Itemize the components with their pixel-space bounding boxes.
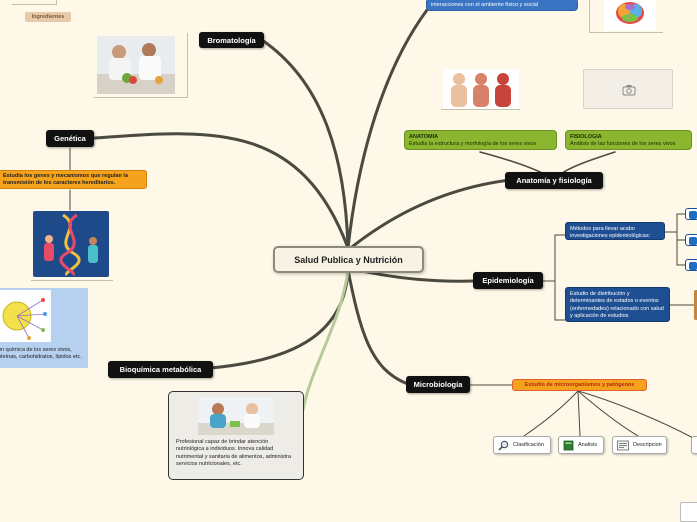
chip-label: Descripcion <box>633 442 662 448</box>
offscreen-node-edge <box>680 502 697 522</box>
ingredientes-tag[interactable]: Ingredientes <box>25 12 71 22</box>
method-item-1[interactable] <box>685 208 697 220</box>
top-blue-note[interactable]: interacciones con el ambiente físico y s… <box>426 0 578 11</box>
brain-icon <box>604 0 656 31</box>
nutricionista-note: Profesional capaz de brindar atención nu… <box>176 439 291 468</box>
chip-label: Analisis <box>578 442 597 448</box>
chip-label: Clasificación <box>513 442 544 448</box>
book-icon <box>563 440 574 450</box>
epidemiologia-methods-note[interactable]: Métodos para llevar acabo investigacione… <box>565 222 665 240</box>
bioquimica-panel: ón química de los seres vivos, oteínas, … <box>0 288 88 368</box>
method-item-icon <box>689 262 697 270</box>
offscreen-node-edge <box>12 0 57 5</box>
epidemiologia-definition-note[interactable]: Estudio de distribución y determinantes … <box>565 287 670 322</box>
chip-clasificacion[interactable]: Clasificación <box>493 436 551 454</box>
method-item-3[interactable] <box>685 259 697 271</box>
fisiologia-desc: Análisis de las funciones de los seres v… <box>570 141 676 148</box>
topic-genetica[interactable]: Genética <box>46 130 94 147</box>
chip-offscreen[interactable] <box>691 436 697 454</box>
topic-anatomia-fisiologia[interactable]: Anatomía y fisiología <box>505 172 603 189</box>
molecule-diagram <box>0 290 51 342</box>
magnifier-icon <box>498 440 509 451</box>
genetica-image-frame <box>31 210 113 281</box>
microbiologia-note[interactable]: Estudio de microorganismos y patógenos <box>512 379 647 391</box>
method-item-2[interactable] <box>685 234 697 246</box>
text-panel-icon <box>617 440 629 450</box>
offscreen-node-edge <box>694 290 697 320</box>
method-item-icon <box>689 237 697 245</box>
image-placeholder[interactable] <box>583 69 673 109</box>
chip-analisis[interactable]: Analisis <box>558 436 604 454</box>
method-item-icon <box>689 211 697 219</box>
anatomy-photo <box>443 69 519 109</box>
topic-microbiologia[interactable]: Microbiología <box>406 376 470 393</box>
brain-image-frame <box>589 0 663 33</box>
lab-photo <box>97 36 175 94</box>
nutricionista-card[interactable]: Profesional capaz de brindar atención nu… <box>168 391 304 480</box>
anatomia-title: ANATOMIA <box>409 134 439 140</box>
topic-epidemiologia[interactable]: Epidemiología <box>473 272 543 289</box>
topic-bioquimica[interactable]: Bioquímica metabólica <box>108 361 213 378</box>
anatomy-image-frame <box>441 68 520 110</box>
anatomia-desc: Estudia la estructura y morfología de lo… <box>409 141 537 148</box>
topic-bromatologia[interactable]: Bromatología <box>199 32 264 48</box>
camera-icon <box>622 85 636 96</box>
root-node[interactable]: Salud Publica y Nutrición <box>273 246 424 273</box>
bromatologia-image-frame <box>94 33 188 98</box>
genetica-note[interactable]: Estudia los genes y mecanismos que regul… <box>0 170 147 189</box>
nutritionist-photo <box>198 397 274 435</box>
fisiologia-title: FISIOLOGIA <box>570 134 602 140</box>
anatomia-box[interactable]: ANATOMIA Estudia la estructura y morfolo… <box>404 130 557 150</box>
fisiologia-box[interactable]: FISIOLOGIA Análisis de las funciones de … <box>565 130 692 150</box>
bioquimica-note[interactable]: ón química de los seres vivos, oteínas, … <box>0 347 82 361</box>
dna-illustration <box>33 211 109 277</box>
chip-descripcion[interactable]: Descripcion <box>612 436 667 454</box>
